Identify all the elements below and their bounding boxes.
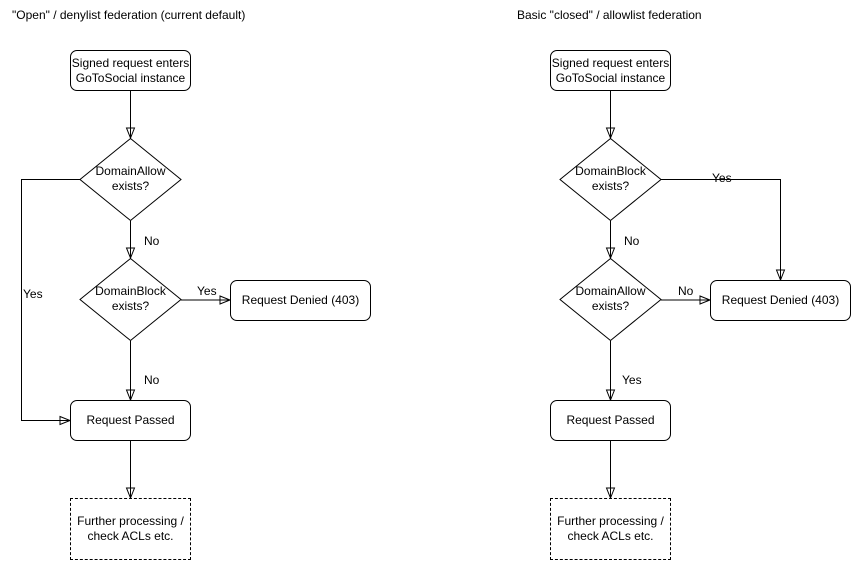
right-chart-title: Basic "closed" / allowlist federation — [517, 8, 702, 22]
right-domainallow-decision-shape — [559, 257, 662, 342]
left-label-allow-yes: Yes — [23, 287, 43, 301]
left-label-allow-no: No — [144, 234, 160, 248]
left-request-passed-node: Request Passed — [70, 400, 191, 441]
left-edge-domainallow-yes-to-passed — [21, 179, 80, 426]
left-domainblock-decision-label: DomainBlock exists? — [95, 284, 166, 313]
left-domainallow-decision-shape — [79, 137, 182, 222]
left-start-node: Signed request enters GoToSocial instanc… — [70, 50, 191, 91]
right-domainallow-decision-label: DomainAllow exists? — [575, 284, 646, 313]
left-label-block-no: No — [144, 373, 160, 387]
left-request-denied-node: Request Denied (403) — [230, 280, 371, 321]
left-domainblock-decision-shape — [79, 257, 182, 342]
right-further-processing-node: Further processing / check ACLs etc. — [550, 498, 671, 560]
right-label-allow-yes: Yes — [622, 373, 642, 387]
right-label-block-no: No — [624, 234, 640, 248]
left-further-processing-node: Further processing / check ACLs etc. — [70, 498, 191, 560]
left-chart-title: "Open" / denylist federation (current de… — [12, 8, 246, 22]
right-request-passed-node: Request Passed — [550, 400, 671, 441]
right-domainblock-decision-label: DomainBlock exists? — [575, 164, 646, 193]
right-edge-domainblock-yes-to-denied — [661, 179, 786, 282]
right-domainblock-decision-shape — [559, 137, 662, 222]
right-start-node: Signed request enters GoToSocial instanc… — [550, 50, 671, 91]
right-label-block-yes: Yes — [712, 171, 732, 185]
right-request-denied-node: Request Denied (403) — [710, 280, 851, 321]
right-label-allow-no: No — [678, 284, 694, 298]
left-label-block-yes: Yes — [197, 284, 217, 298]
left-domainallow-decision-label: DomainAllow exists? — [95, 164, 166, 193]
